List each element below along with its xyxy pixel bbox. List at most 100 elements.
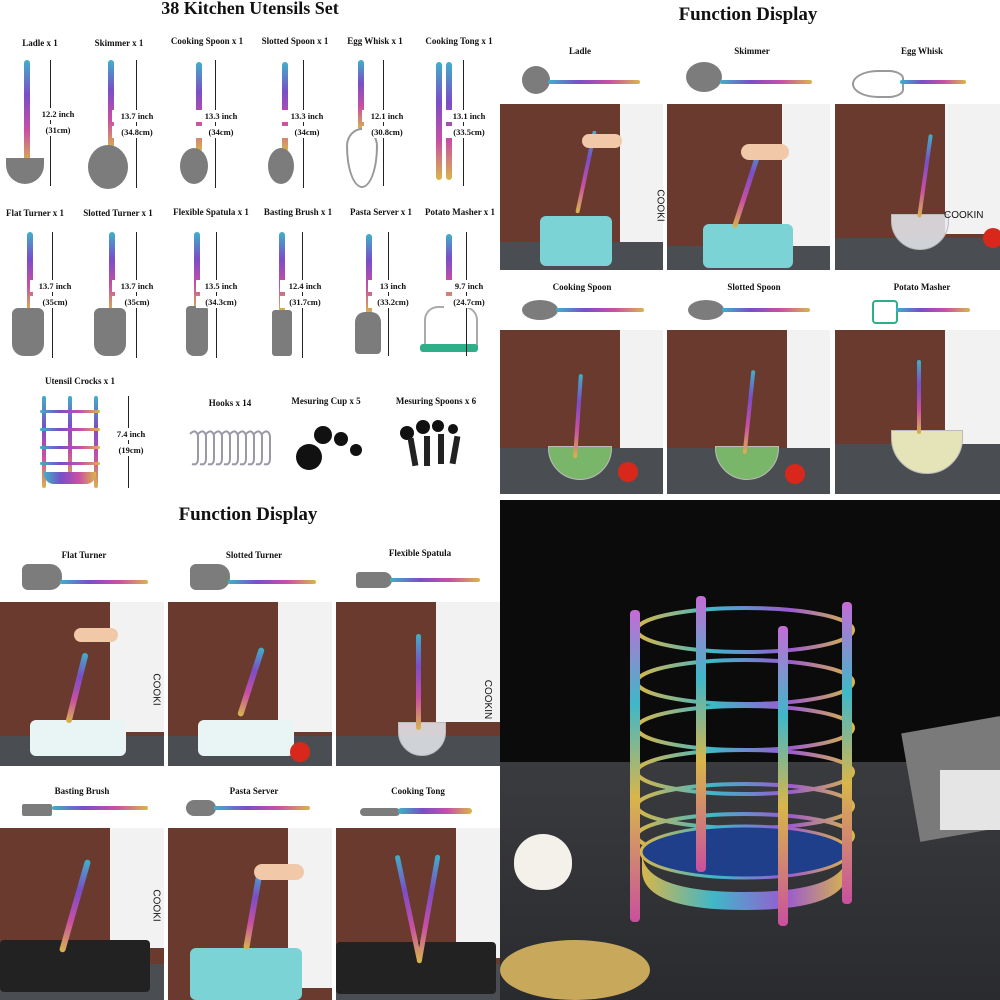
- apron-text: COOKI: [150, 673, 162, 706]
- dimension-line: [303, 60, 304, 188]
- slotted-spoon-head: [688, 300, 724, 320]
- potato-masher-plate: [420, 344, 478, 352]
- dimension-inch: 7.4 inch: [106, 428, 156, 440]
- utensil-label: Basting Brush x 1: [263, 207, 333, 217]
- potato-masher-head: [424, 306, 478, 348]
- pasta-server-handle: [366, 234, 372, 314]
- photo-pasta-server: [168, 828, 332, 1000]
- dimension-cm: (34.8cm): [112, 126, 162, 138]
- flat-turner-handle: [27, 232, 33, 312]
- whisk-head: [852, 70, 904, 98]
- ladle-handle: [24, 60, 30, 165]
- dimension-line: [388, 232, 389, 356]
- potato-masher-handle: [446, 234, 452, 306]
- utensil-label: Skimmer x 1: [94, 38, 144, 48]
- dimension-cm: (34cm): [282, 126, 332, 138]
- photo-flat-turner: [0, 602, 164, 766]
- display-label: Slotted Turner: [225, 550, 283, 560]
- hooks-image: [186, 428, 276, 468]
- skimmer-head: [88, 145, 128, 189]
- display-label: Cooking Tong: [391, 786, 445, 796]
- photo-potato-masher: [835, 330, 1000, 494]
- skimmer-head: [686, 62, 722, 92]
- slotted-spoon-handle: [722, 308, 810, 312]
- dimension-inch: 12.1 inch: [362, 110, 412, 122]
- slotted-turner-handle: [228, 580, 316, 584]
- utensil-label: Cooking Tong x 1: [425, 36, 493, 46]
- set-title: 38 Kitchen Utensils Set: [161, 0, 339, 18]
- display-label: Egg Whisk: [900, 46, 944, 56]
- dimension-cm: (35cm): [30, 296, 80, 308]
- dimension-inch: 13.3 inch: [196, 110, 246, 122]
- dimension-cm: (24.7cm): [444, 296, 494, 308]
- display-label: Skimmer: [734, 46, 770, 56]
- dimension-cm: (30.8cm): [362, 126, 412, 138]
- dimension-inch: 9.7 inch: [444, 280, 494, 292]
- cooking-spoon-handle: [556, 308, 644, 312]
- photo-cooking-spoon: [500, 330, 663, 494]
- apron-text: COOKIN: [482, 679, 494, 720]
- dimension-cm: (34.3cm): [196, 296, 246, 308]
- photo-flexible-spatula: [336, 602, 500, 766]
- photo-basting-brush: [0, 828, 164, 1000]
- utensil-label: Slotted Spoon x 1: [261, 36, 329, 46]
- ladle-head: [6, 158, 44, 184]
- utensil-label: Potato Masher x 1: [424, 207, 496, 217]
- dimension-inch: 12.4 inch: [280, 280, 330, 292]
- pasta-server-head: [186, 800, 216, 816]
- pasta-server-head: [355, 312, 381, 354]
- dimension-line: [216, 232, 217, 358]
- slotted-spoon-head: [268, 148, 294, 184]
- basting-brush-head: [272, 310, 292, 356]
- flexible-spatula-head: [356, 572, 392, 588]
- photo-slotted-turner: [168, 602, 332, 766]
- apron-text: COOKI: [654, 189, 666, 222]
- photo-slotted-spoon: [667, 330, 830, 494]
- display-label: Pasta Server: [229, 786, 279, 796]
- measuring-cup-label: Mesuring Cup x 5: [291, 396, 361, 406]
- cooking-spoon-head: [180, 148, 208, 184]
- flexible-spatula-head: [186, 306, 208, 356]
- display-label: Basting Brush: [54, 786, 110, 796]
- dimension-inch: 13.5 inch: [196, 280, 246, 292]
- garlic: [514, 834, 572, 890]
- dimension-line: [215, 60, 216, 188]
- display-label: Slotted Spoon: [727, 282, 781, 292]
- flat-turner-handle: [60, 580, 148, 584]
- ladle-handle: [548, 80, 640, 84]
- woven-mat: [500, 940, 650, 1000]
- apron-text: COOKI: [150, 889, 162, 922]
- dimension-line: [466, 232, 467, 356]
- dimension-line: [136, 232, 137, 358]
- function-display-title-right: Function Display: [678, 4, 818, 25]
- dimension-line: [50, 60, 51, 186]
- basting-brush-head: [22, 804, 52, 816]
- utensil-label: Egg Whisk x 1: [347, 36, 403, 46]
- dimension-line: [136, 60, 137, 188]
- flat-turner-head: [12, 308, 44, 356]
- cooking-spoon-head: [522, 300, 558, 320]
- potato-masher-handle: [896, 308, 970, 312]
- slotted-turner-head: [190, 564, 230, 590]
- utensil-label: Cooking Spoon x 1: [170, 36, 244, 46]
- utensil-label: Ladle x 1: [22, 38, 58, 48]
- dimension-cm: (34cm): [196, 126, 246, 138]
- dimension-line: [302, 232, 303, 358]
- dimension-cm: (33.5cm): [444, 126, 494, 138]
- utensil-label: Flexible Spatula x 1: [173, 207, 249, 217]
- tong-arm: [436, 62, 442, 180]
- ladle-head: [522, 66, 550, 94]
- basting-brush-handle: [279, 232, 285, 312]
- flat-turner-head: [22, 564, 62, 590]
- dimension-inch: 13 inch: [368, 280, 418, 292]
- photo-cooking-tong: [336, 828, 500, 1000]
- slotted-turner-handle: [109, 232, 115, 312]
- slotted-spoon-handle: [282, 62, 288, 152]
- display-label: Potato Masher: [893, 282, 951, 292]
- measuring-cups-image: [292, 418, 368, 474]
- function-display-title-left: Function Display: [178, 504, 318, 525]
- photo-ladle: [500, 104, 663, 270]
- whisk-handle: [358, 60, 364, 130]
- display-label: Flexible Spatula: [388, 548, 452, 558]
- apron-text: COOKIN: [944, 210, 984, 221]
